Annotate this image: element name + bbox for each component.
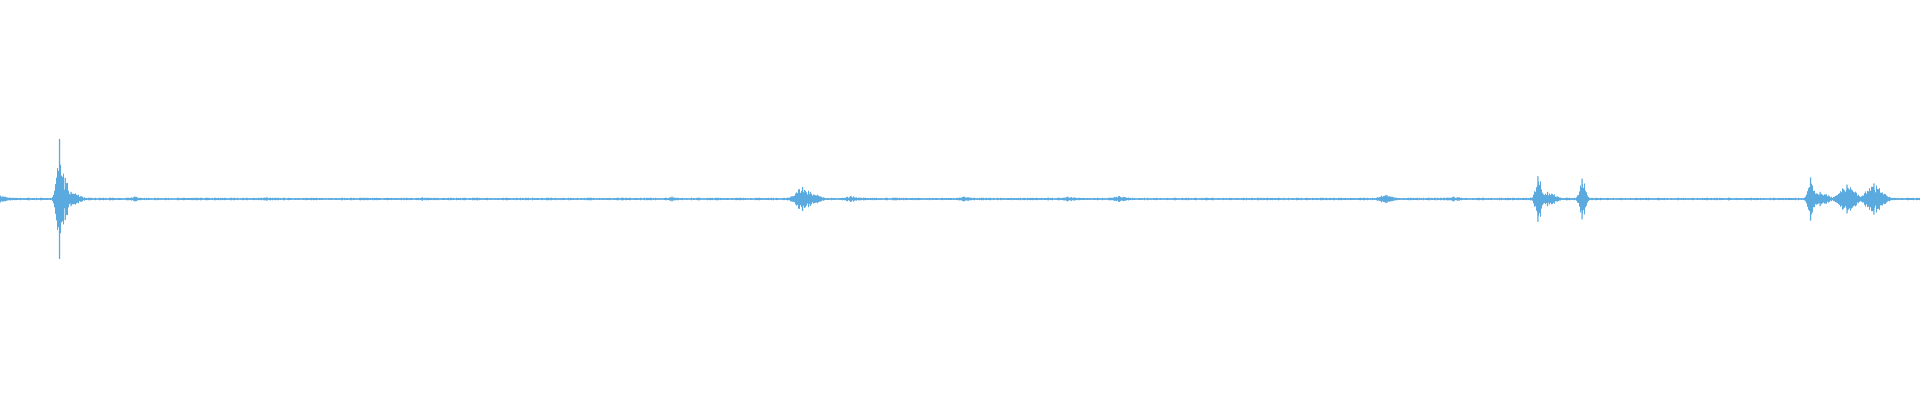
waveform-peaks	[0, 139, 1920, 259]
waveform-trace	[0, 158, 1920, 240]
